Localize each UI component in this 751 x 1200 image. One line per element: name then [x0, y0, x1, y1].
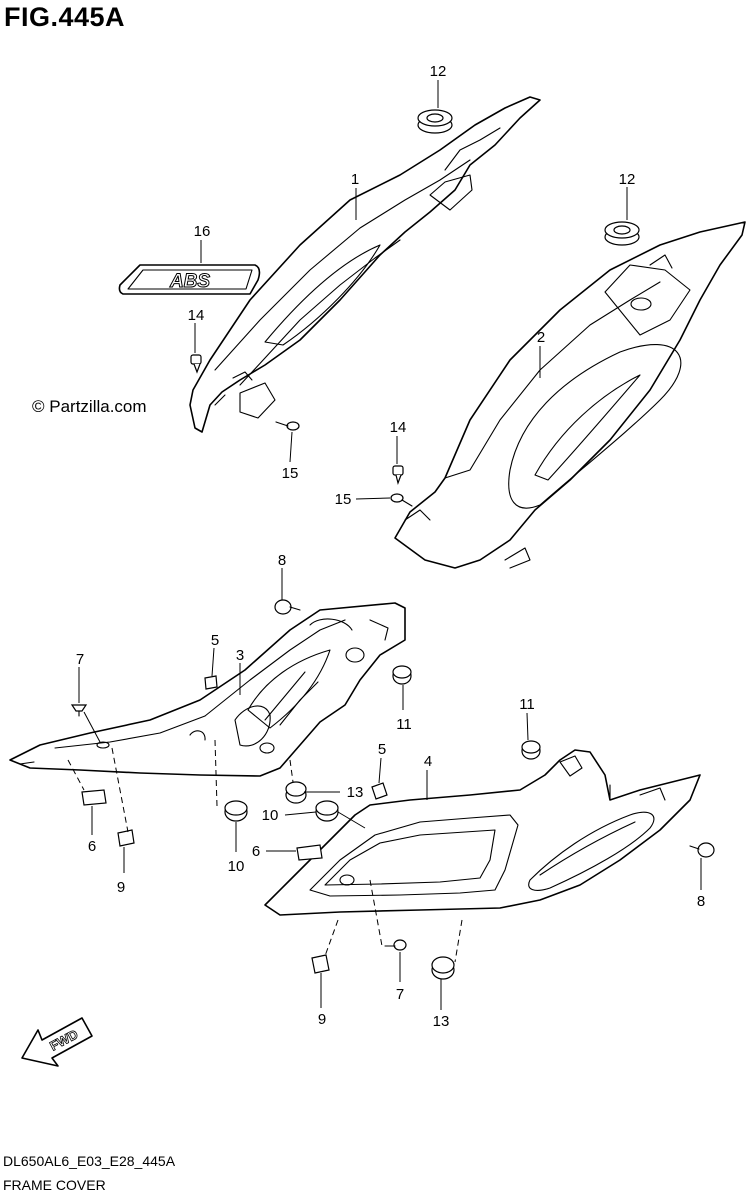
cushion-10-right[interactable]	[315, 800, 339, 822]
callout: 10	[228, 858, 245, 875]
frame-cover-left-lower[interactable]	[9, 602, 406, 777]
callout: 9	[318, 1011, 326, 1028]
collar-11-left[interactable]	[392, 665, 412, 685]
callout: 10	[262, 807, 279, 824]
bolt-15-right[interactable]	[390, 493, 413, 507]
callout: 1	[351, 171, 359, 188]
grommet-12-right[interactable]	[604, 221, 640, 246]
nut-9-left[interactable]	[117, 829, 135, 847]
section-name: FRAME COVER	[3, 1177, 106, 1193]
callout: 14	[390, 419, 407, 436]
callout: 13	[347, 784, 364, 801]
figure-title: FIG.445A	[4, 2, 126, 32]
installation-dash-lines	[67, 739, 463, 963]
forward-direction-arrow-icon: FWD	[21, 1017, 93, 1067]
callout: 6	[88, 838, 96, 855]
callout: 8	[697, 893, 705, 910]
bolt-8-left[interactable]	[274, 599, 301, 615]
callout: 13	[433, 1013, 450, 1030]
callout: 4	[424, 753, 432, 770]
nut-9-right[interactable]	[311, 954, 330, 974]
leader-lines	[78, 80, 702, 1010]
callout: 9	[117, 879, 125, 896]
frame-cover-right-lower[interactable]	[264, 749, 701, 916]
callout: 15	[335, 491, 352, 508]
clip-6-right[interactable]	[296, 844, 323, 861]
callout: 12	[430, 63, 447, 80]
callout: 11	[519, 696, 535, 713]
callout: 12	[619, 171, 636, 188]
bolt-15-upper[interactable]	[275, 421, 300, 431]
callout: 7	[396, 986, 404, 1003]
bolt-8-right[interactable]	[689, 842, 715, 858]
callout: 11	[396, 716, 412, 733]
callout: 5	[378, 741, 386, 758]
callout: 5	[211, 632, 219, 649]
emblem-text: ABS	[169, 271, 210, 292]
abs-emblem[interactable]: ABS	[118, 264, 261, 295]
clip-5-left[interactable]	[204, 675, 218, 690]
frame-cover-right[interactable]	[394, 221, 746, 569]
watermark-text: © Partzilla.com	[32, 397, 147, 416]
callout: 16	[194, 223, 211, 240]
grommet-13-right[interactable]	[431, 956, 455, 980]
screw-14-upper[interactable]	[190, 354, 202, 374]
screw-7-right[interactable]	[384, 939, 407, 951]
frame-cover-left-upper[interactable]	[189, 96, 541, 433]
clip-6-left[interactable]	[81, 789, 107, 806]
callout: 14	[188, 307, 205, 324]
callout: 6	[252, 843, 260, 860]
callout: 15	[282, 465, 299, 482]
callout: 7	[76, 651, 84, 668]
collar-11-right[interactable]	[521, 740, 541, 760]
callout-labels: 12 1 16 14 15 12 2 14 15 8 5 3 7 11 13 6…	[76, 63, 705, 1030]
diagram-code: DL650AL6_E03_E28_445A	[3, 1153, 176, 1169]
screw-14-right[interactable]	[392, 465, 404, 486]
callout: 3	[236, 647, 244, 664]
cushion-10-left[interactable]	[224, 800, 248, 822]
grommet-12-upper[interactable]	[417, 109, 453, 134]
clip-5-right[interactable]	[371, 782, 388, 800]
callout: 8	[278, 552, 286, 569]
screw-7-left[interactable]	[70, 704, 88, 717]
callout: 2	[537, 329, 545, 346]
grommet-13-left[interactable]	[285, 781, 307, 804]
